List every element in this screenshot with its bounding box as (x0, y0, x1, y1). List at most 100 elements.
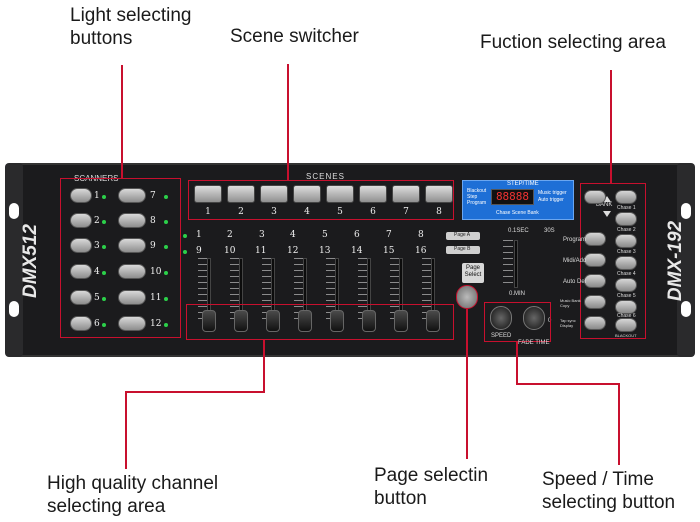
scene-number: 4 (304, 207, 310, 217)
callout-speed-time-line1: Speed / Time (542, 469, 654, 490)
segment-display: 88888 (491, 189, 534, 205)
function-selecting-area (580, 183, 646, 339)
scene-number: 5 (337, 207, 343, 217)
leader-line-channel-v2 (125, 391, 127, 469)
scanner-number: 8 (150, 216, 156, 226)
scanner-number: 1 (94, 191, 100, 201)
fade-time-knob[interactable] (523, 306, 545, 330)
scene-button-6[interactable] (359, 185, 387, 203)
scanner-button-2[interactable] (70, 213, 92, 228)
scenes-label: SCENES (306, 172, 345, 181)
scene-button-5[interactable] (326, 185, 354, 203)
scanner-button-8[interactable] (118, 213, 146, 228)
channel-selecting-area (186, 304, 454, 340)
bank-down-icon[interactable] (603, 211, 611, 217)
channel-number: 14 (351, 246, 363, 256)
fader-scale (262, 258, 272, 320)
function-label: Program (563, 237, 587, 243)
scanner-button-4[interactable] (70, 264, 92, 279)
scene-number: 2 (238, 207, 244, 217)
led-indicator (102, 297, 106, 301)
rack-hole (681, 203, 691, 219)
channel-fader-6[interactable] (362, 310, 376, 332)
leader-line-page (466, 309, 468, 459)
program-button[interactable] (584, 232, 606, 246)
channel-fader-8[interactable] (426, 310, 440, 332)
lcd-bottom: Chase Scene Bank (496, 210, 539, 216)
channel-number: 4 (290, 230, 296, 240)
scanner-number: 10 (150, 267, 162, 277)
midi-add-button[interactable] (584, 253, 606, 267)
chase-1-button[interactable] (615, 190, 637, 204)
scene-button-1[interactable] (194, 185, 222, 203)
channel-number: 9 (196, 246, 202, 256)
fader-scale (422, 258, 432, 320)
scanner-button-3[interactable] (70, 238, 92, 253)
function-label: Tap sync Display (560, 318, 576, 328)
scene-button-2[interactable] (227, 185, 255, 203)
scanner-button-1[interactable] (70, 188, 92, 203)
bank-up-icon[interactable] (603, 196, 611, 202)
scene-button-8[interactable] (425, 185, 453, 203)
blackout-button[interactable] (615, 318, 637, 332)
tap-sync-display-button[interactable] (584, 316, 606, 330)
callout-light-selecting-line2: buttons (70, 28, 133, 49)
leader-line-light (121, 65, 123, 178)
callout-function-area: Fuction selecting area (480, 32, 666, 53)
auto-del-button[interactable] (584, 274, 606, 288)
channel-fader-4[interactable] (298, 310, 312, 332)
scanner-button-6[interactable] (70, 316, 92, 331)
page-select-button[interactable] (456, 285, 478, 309)
page-a-button[interactable] (446, 232, 480, 240)
fader-scale (326, 258, 336, 320)
channel-fader-5[interactable] (330, 310, 344, 332)
scanner-button-10[interactable] (118, 264, 146, 279)
led-indicator (164, 271, 168, 275)
channel-fader-7[interactable] (394, 310, 408, 332)
scene-number: 7 (403, 207, 409, 217)
channel-number: 8 (418, 230, 424, 240)
fader-scale (198, 258, 208, 320)
chase-3-button[interactable] (615, 234, 637, 248)
page-b-button[interactable] (446, 246, 480, 254)
led-indicator (102, 245, 106, 249)
speed-bottom-label: 0.MIN (509, 291, 526, 297)
chase-5-button[interactable] (615, 278, 637, 292)
scene-number: 6 (370, 207, 376, 217)
function-label: Chase 1 (617, 205, 636, 211)
channel-number: 10 (224, 246, 236, 256)
lcd-right-line: Music trigger (538, 190, 567, 196)
scene-button-7[interactable] (392, 185, 420, 203)
scene-button-4[interactable] (293, 185, 321, 203)
chase-4-button[interactable] (615, 256, 637, 270)
music-bank-copy-button[interactable] (584, 295, 606, 309)
scanner-button-11[interactable] (118, 290, 146, 305)
scanner-button-5[interactable] (70, 290, 92, 305)
channel-number: 11 (255, 246, 267, 256)
speed-knob[interactable] (490, 306, 512, 330)
scanner-number: 5 (94, 293, 100, 303)
chase-6-button[interactable] (615, 300, 637, 314)
callout-speed-time-line2: selecting button (542, 492, 676, 513)
channel-fader-1[interactable] (202, 310, 216, 332)
channel-number: 13 (319, 246, 331, 256)
scanner-number: 7 (150, 191, 156, 201)
channel-fader-3[interactable] (266, 310, 280, 332)
bank-label: BANK (596, 202, 613, 208)
right-rack-ear (677, 163, 695, 357)
fader-scale (294, 258, 304, 320)
callout-channel-area: High quality channel selecting area (47, 472, 218, 518)
light-selecting-area (60, 178, 181, 338)
function-label: BLACKOUT (615, 333, 637, 338)
scene-number: 3 (271, 207, 277, 217)
channel-fader-2[interactable] (234, 310, 248, 332)
scanner-button-7[interactable] (118, 188, 146, 203)
leader-line-speed-v (516, 342, 518, 384)
scene-button-3[interactable] (260, 185, 288, 203)
bank-button[interactable] (584, 190, 606, 204)
scanner-button-12[interactable] (118, 316, 146, 331)
scanner-button-9[interactable] (118, 238, 146, 253)
page-a-label: Page A (454, 232, 471, 238)
channel-number: 3 (259, 230, 265, 240)
chase-2-button[interactable] (615, 212, 637, 226)
